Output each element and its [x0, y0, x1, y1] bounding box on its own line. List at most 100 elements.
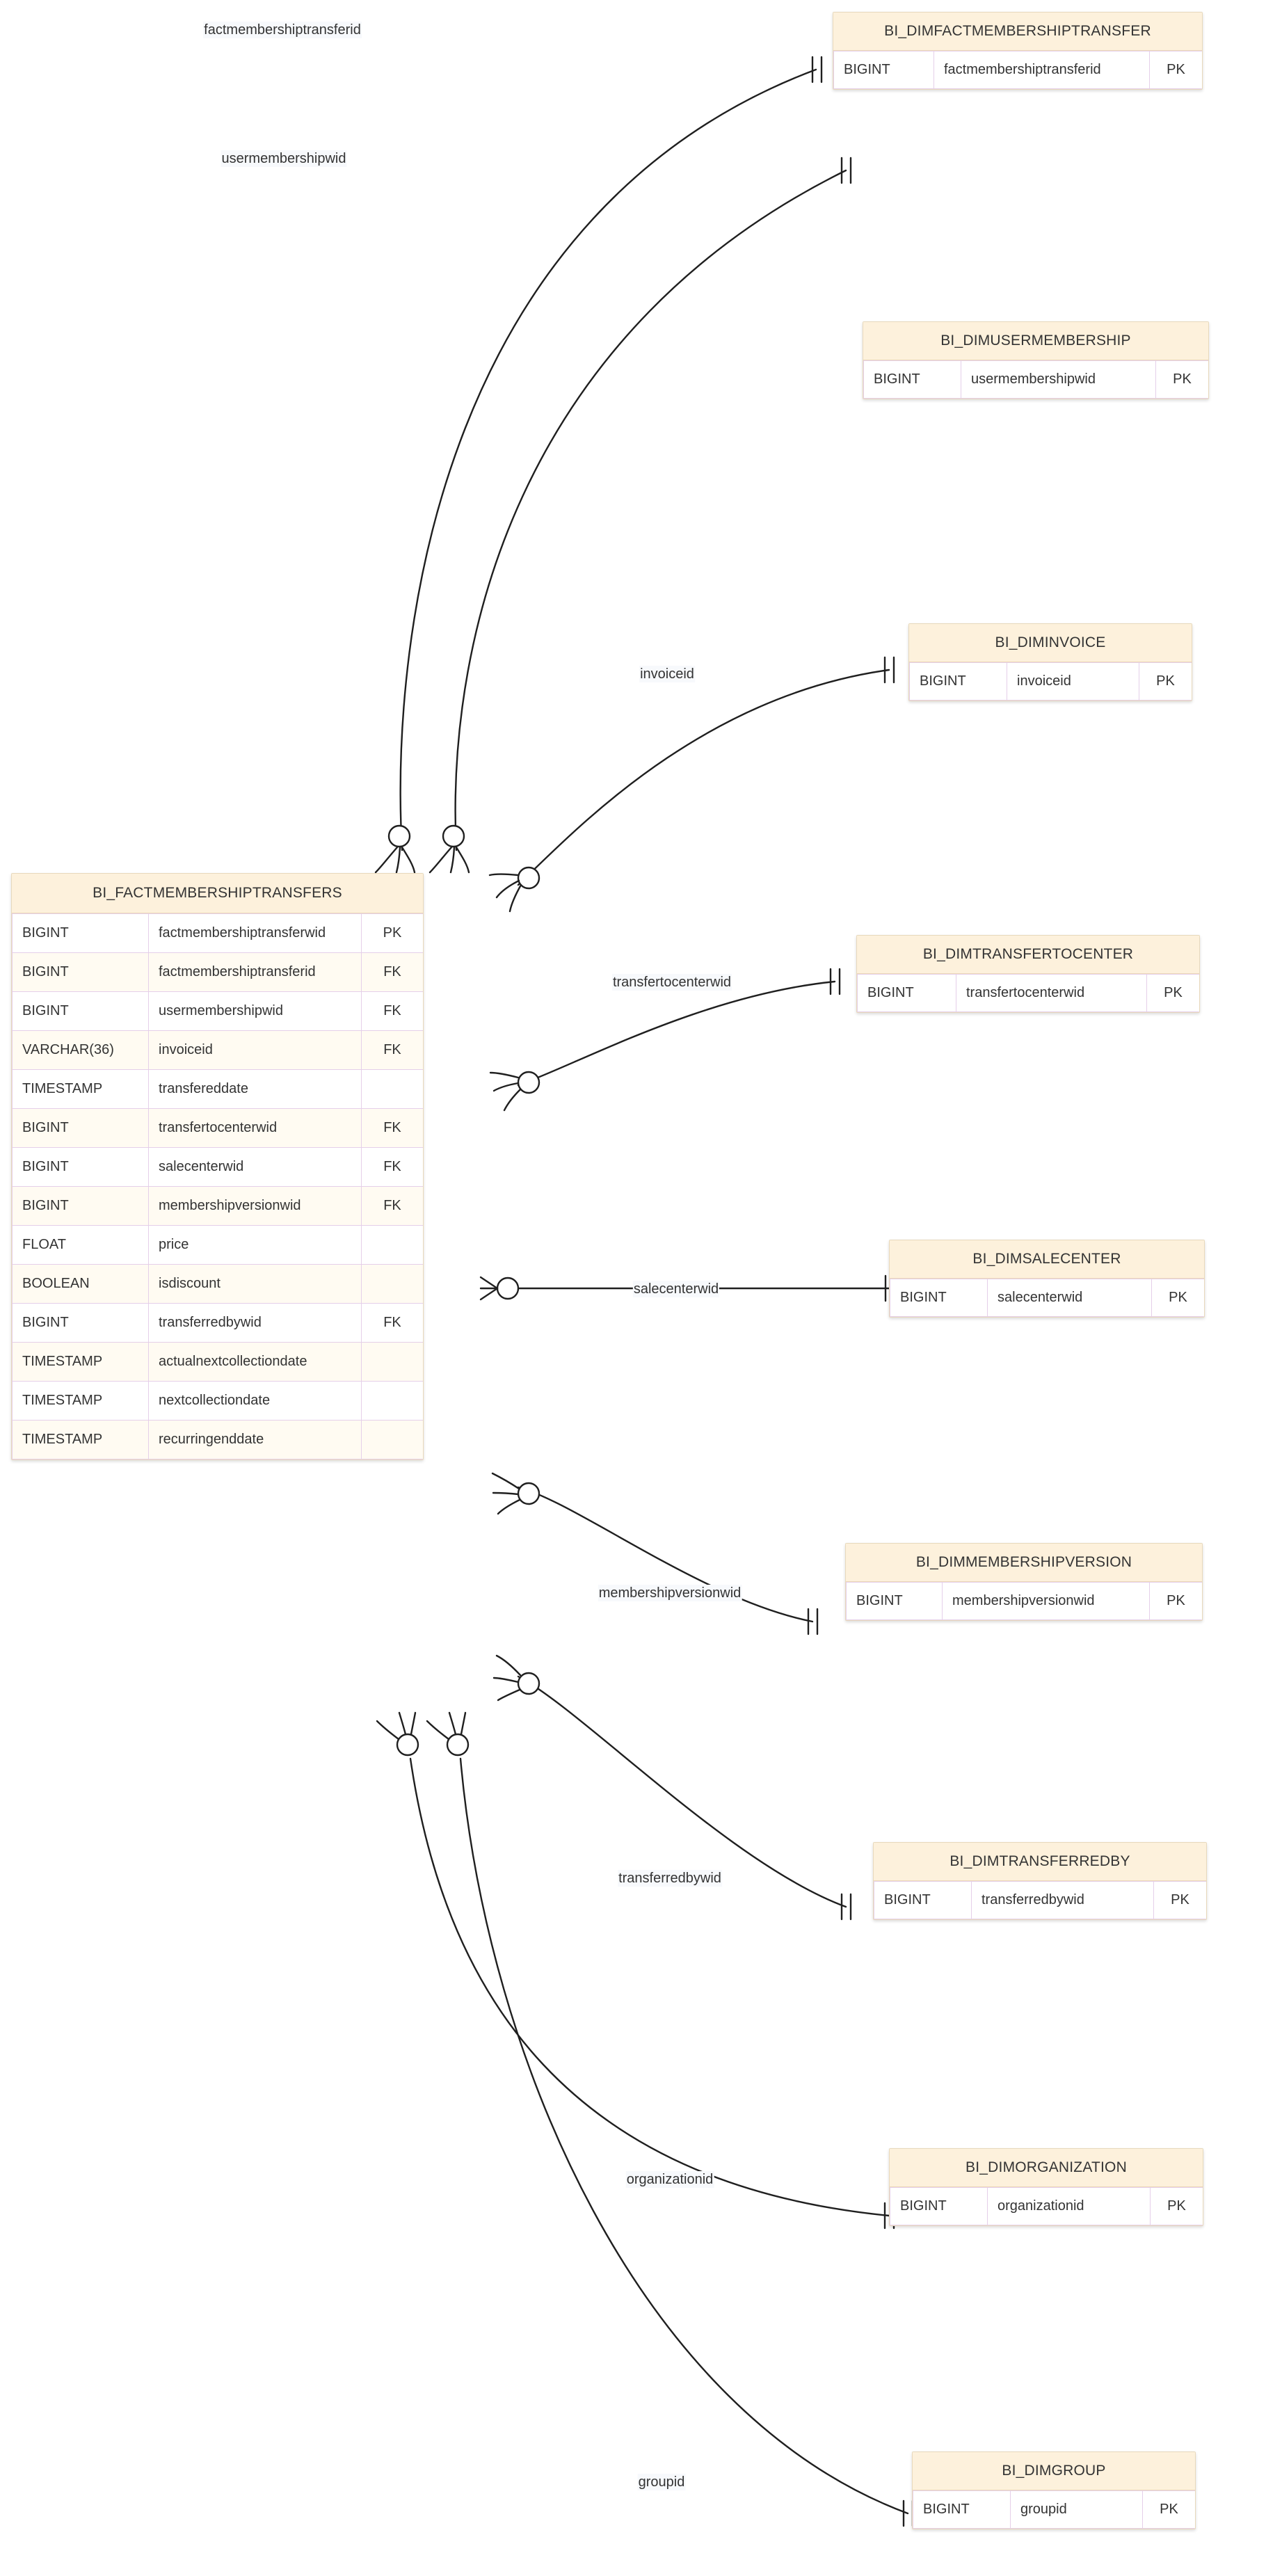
- attribute-cell-type: BIGINT: [857, 974, 956, 1012]
- attribute-cell-name: membershipversionwid: [942, 1582, 1150, 1620]
- attribute-cell-type: BIGINT: [12, 1108, 149, 1148]
- attribute-cell-key: [361, 1225, 423, 1265]
- crowfoot-invoiceid: [488, 866, 540, 913]
- attribute-cell-key: PK: [1149, 51, 1202, 89]
- attribute-cell-key: FK: [361, 952, 423, 992]
- attribute-cell-type: BIGINT: [890, 2187, 988, 2225]
- attribute-cell-key: FK: [361, 1147, 423, 1187]
- relationship-label-transferredbywid: transferredbywid: [618, 1870, 722, 1887]
- edge-factmembershiptransferid: [374, 56, 823, 874]
- attribute-cell-name: salecenterwid: [987, 1279, 1152, 1317]
- attribute-cell-type: BIGINT: [909, 662, 1007, 701]
- attribute-cell-type: BIGINT: [12, 1147, 149, 1187]
- one-marker-transfertocenterwid: [829, 968, 841, 995]
- attribute-cell-type: BIGINT: [846, 1582, 943, 1620]
- relationship-label-factmembershiptransferid: factmembershiptransferid: [203, 22, 362, 38]
- attribute-cell-key: PK: [1153, 1881, 1206, 1919]
- entity-title-dimtransfertocenter: BI_DIMTRANSFERTOCENTER: [857, 936, 1199, 974]
- entity-title-dimgroup: BI_DIMGROUP: [913, 2452, 1195, 2490]
- entity-title-fact: BI_FACTMEMBERSHIPTRANSFERS: [12, 874, 423, 913]
- attribute-cell-key: [361, 1069, 423, 1109]
- edge-usermembershipwid: [428, 157, 852, 874]
- entity-title-dimusermembership: BI_DIMUSERMEMBERSHIP: [863, 322, 1208, 360]
- attribute-cell-key: PK: [1151, 1279, 1204, 1317]
- attribute-cell-key: PK: [1142, 2490, 1195, 2529]
- attribute-cell-name: organizationid: [987, 2187, 1151, 2225]
- attribute-cell-name: groupid: [1010, 2490, 1143, 2529]
- attribute-cell-type: BIGINT: [874, 1881, 972, 1919]
- attribute-cell-name: transfereddate: [148, 1069, 362, 1109]
- attribute-cell-name: transfertocenterwid: [956, 974, 1147, 1012]
- attribute-cell-key: FK: [361, 1186, 423, 1226]
- crowfoot-usermembershipwid: [428, 824, 470, 874]
- attribute-cell-name: actualnextcollectiondate: [148, 1342, 362, 1382]
- attribute-cell-type: VARCHAR(36): [12, 1030, 149, 1070]
- attribute-cell-type: TIMESTAMP: [12, 1420, 149, 1459]
- attribute-cell-name: usermembershipwid: [961, 360, 1156, 399]
- entity-title-dimsalecenter: BI_DIMSALECENTER: [890, 1240, 1204, 1279]
- attribute-cell-name: price: [148, 1225, 362, 1265]
- attribute-cell-type: BIGINT: [12, 1303, 149, 1343]
- crowfoot-transferredbywid: [492, 1654, 540, 1702]
- attribute-cell-name: nextcollectiondate: [148, 1381, 362, 1421]
- entity-title-diminvoice: BI_DIMINVOICE: [909, 624, 1192, 662]
- attribute-cell-type: BOOLEAN: [12, 1264, 149, 1304]
- attribute-cell-name: usermembershipwid: [148, 991, 362, 1031]
- attribute-cell-type: BIGINT: [12, 952, 149, 992]
- crowfoot-salecenterwid: [479, 1276, 520, 1301]
- entity-title-dimfactmembershiptransfer: BI_DIMFACTMEMBERSHIPTRANSFER: [833, 13, 1202, 51]
- attribute-cell-name: transferredbywid: [148, 1303, 362, 1343]
- attribute-cell-key: FK: [361, 1108, 423, 1148]
- attribute-cell-key: PK: [1149, 1582, 1202, 1620]
- relationship-label-invoiceid: invoiceid: [639, 666, 695, 682]
- one-marker-membershipversionwid: [807, 1608, 819, 1635]
- edge-transfertocenterwid: [489, 968, 841, 1112]
- attribute-cell-key: FK: [361, 1303, 423, 1343]
- attribute-cell-name: isdiscount: [148, 1264, 362, 1304]
